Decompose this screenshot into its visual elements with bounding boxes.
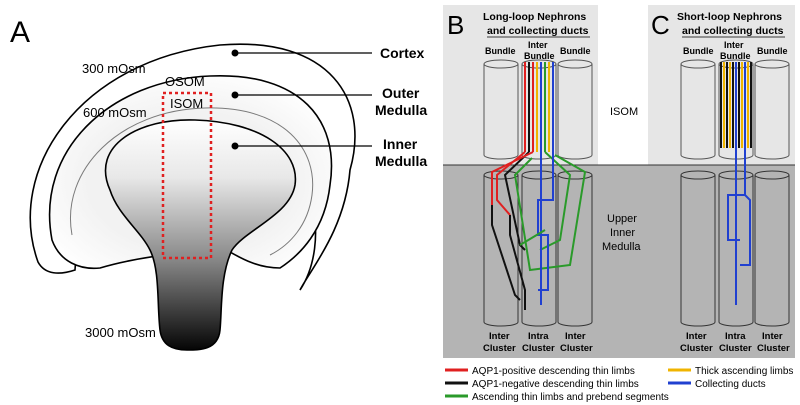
panel-b: B Long-loop Nephrons and collecting duct… — [443, 5, 598, 358]
panel-c-inter-cluster-2: Inter — [762, 331, 783, 342]
panel-c-inter-bundle-1: Inter — [724, 40, 744, 50]
panel-b-bundle-right: Bundle — [560, 46, 591, 56]
panel-c-bundle-right: Bundle — [757, 46, 788, 56]
panel-b-cluster-2: Cluster — [522, 343, 555, 354]
panel-c-tubules — [720, 62, 752, 305]
panel-b-isom-bg — [443, 5, 598, 165]
panel-b-bundle-left: Bundle — [485, 46, 516, 56]
panel-b-inner-bg — [443, 165, 598, 358]
panel-a: A 300 mOsm OSOM ISOM 600 mOsm 3000 mOsm … — [10, 16, 427, 351]
panel-b-inter-cluster-1: Inter — [489, 331, 510, 342]
panel-c: C Short-loop Nephrons and collecting duc… — [648, 5, 795, 358]
panel-c-inter-cluster-1: Inter — [686, 331, 707, 342]
panel-c-cluster-3: Cluster — [757, 343, 790, 354]
panel-c-cluster-2: Cluster — [719, 343, 752, 354]
panel-b-upper-cylinders — [483, 59, 593, 160]
cortex-pointer-dot — [231, 49, 239, 57]
isom-label: ISOM — [170, 96, 203, 111]
panel-c-inter-bundle-2: Bundle — [720, 51, 751, 61]
osm-300-label: 300 mOsm — [82, 61, 146, 76]
panel-c-title-2: and collecting ducts — [682, 25, 784, 37]
zone-isom-label: ISOM — [610, 106, 638, 118]
zone-medulla-label: Medulla — [602, 241, 641, 253]
zone-inner-label: Inner — [610, 227, 635, 239]
legend: AQP1-positive descending thin limbs AQP1… — [445, 366, 793, 403]
inner-medulla-label-1: Inner — [383, 136, 418, 152]
legend-label-green: Ascending thin limbs and prebend segment… — [472, 392, 669, 403]
panel-b-tubules — [491, 62, 587, 310]
zone-upper-label: Upper — [607, 213, 637, 225]
panel-a-letter: A — [10, 16, 30, 49]
legend-label-black: AQP1-negative descending thin limbs — [472, 379, 639, 390]
panel-c-inner-bg — [648, 165, 795, 358]
osom-isom-border — [70, 107, 314, 256]
panel-b-title-2: and collecting ducts — [487, 25, 589, 37]
panel-b-inter-cluster-2: Inter — [565, 331, 586, 342]
panel-c-cluster-1: Cluster — [680, 343, 713, 354]
panel-b-intra-cluster-1: Intra — [528, 331, 549, 342]
panel-b-cluster-3: Cluster — [560, 343, 593, 354]
panel-c-bundle-left: Bundle — [683, 46, 714, 56]
inner-medulla-pointer-dot — [231, 142, 239, 150]
legend-label-red: AQP1-positive descending thin limbs — [472, 366, 635, 377]
osm-600-label: 600 mOsm — [83, 105, 147, 120]
panel-b-inter-bundle-2: Bundle — [524, 51, 555, 61]
panel-c-letter: C — [651, 10, 670, 40]
panel-b-inter-bundle-1: Inter — [528, 40, 548, 50]
outer-medulla-label-1: Outer — [382, 85, 420, 101]
panel-b-letter: B — [447, 10, 464, 40]
panel-c-title-1: Short-loop Nephrons — [677, 11, 782, 23]
outer-medulla-pointer-dot — [231, 91, 239, 99]
legend-label-blue: Collecting ducts — [695, 379, 766, 390]
legend-label-yellow: Thick ascending limbs — [695, 366, 793, 377]
sample-region-box — [161, 91, 213, 260]
inner-medulla-papilla — [104, 119, 297, 351]
middle-zone-labels: ISOM Upper Inner Medulla — [598, 5, 648, 358]
panel-b-cluster-1: Cluster — [483, 343, 516, 354]
osom-label: OSOM — [165, 74, 205, 89]
panel-c-intra-cluster-1: Intra — [725, 331, 746, 342]
cortex-label: Cortex — [380, 45, 425, 61]
inner-medulla-label-2: Medulla — [375, 153, 427, 169]
panel-b-title-1: Long-loop Nephrons — [483, 11, 586, 23]
osm-3000-label: 3000 mOsm — [85, 325, 156, 340]
outer-medulla-label-2: Medulla — [375, 102, 427, 118]
panel-c-lower-cylinders — [680, 170, 790, 327]
